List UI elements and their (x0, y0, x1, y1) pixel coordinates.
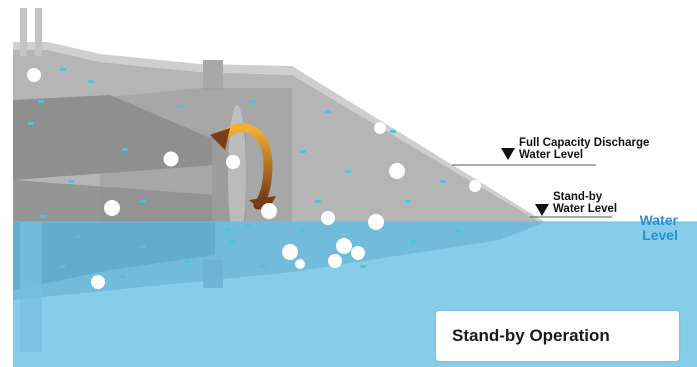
top-hatch (203, 60, 223, 90)
water-level-label: Water Level (630, 213, 678, 242)
submerged-hatch (203, 260, 223, 288)
standby-level-label: Stand-by Water Level (553, 191, 617, 215)
water-label-line1: Water (630, 213, 678, 228)
submerged-pillar (20, 222, 42, 352)
full-capacity-label-line1: Full Capacity Discharge (519, 137, 649, 149)
full-capacity-marker-icon (501, 148, 515, 160)
standby-marker-icon (535, 204, 549, 216)
standby-label-line1: Stand-by (553, 191, 617, 203)
full-capacity-level-label: Full Capacity Discharge Water Level (519, 137, 649, 161)
full-capacity-label-line2: Water Level (519, 149, 649, 161)
operation-mode-title: Stand-by Operation (452, 326, 610, 346)
left-pillar-1 (20, 8, 27, 56)
water-label-line2: Level (630, 228, 678, 243)
left-pillar-2 (35, 8, 42, 56)
standby-label-line2: Water Level (553, 203, 617, 215)
operation-mode-box: Stand-by Operation (436, 311, 679, 361)
pump-structure (13, 8, 612, 245)
